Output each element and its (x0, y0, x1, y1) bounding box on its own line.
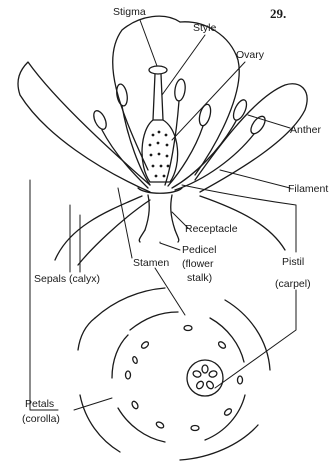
label-petals-note: (corolla) (22, 413, 60, 425)
label-stamen: Stamen (133, 257, 169, 269)
sepals-section (55, 196, 285, 265)
label-receptacle: Receptacle (185, 223, 238, 235)
carpel-locules (192, 365, 217, 390)
stigma-leader (140, 20, 157, 66)
style-shape (153, 74, 163, 120)
label-ovary: Ovary (236, 49, 264, 61)
stigma-shape (149, 66, 167, 74)
label-pedicel-note: (flower (182, 258, 214, 270)
leader-lines (30, 20, 296, 410)
pedicel-leader (160, 242, 180, 250)
petal-leader-a (30, 180, 58, 410)
floral-diagram (78, 288, 270, 460)
figure-number: 29. (270, 6, 286, 22)
label-petals: Petals (25, 398, 54, 410)
filament-leader (220, 170, 290, 188)
stamen-ring (126, 326, 243, 431)
ovary-shape (142, 120, 178, 182)
label-pedicel: Pedicel (182, 244, 216, 256)
label-style: Style (193, 22, 216, 34)
petal-leader-b (74, 398, 112, 410)
label-anther: Anther (290, 124, 321, 136)
style-leader (162, 35, 205, 95)
label-sepals: Sepals (calyx) (34, 273, 100, 285)
label-filament: Filament (288, 183, 328, 195)
ovules (149, 131, 170, 178)
pistil (142, 66, 178, 182)
label-stigma: Stigma (113, 6, 146, 18)
label-pistil-note: (carpel) (275, 278, 311, 290)
label-pedicel-note2: stalk) (187, 272, 212, 284)
stamen-lower-leader (155, 268, 185, 315)
carpel-leader (215, 290, 296, 388)
label-pistil: Pistil (282, 256, 304, 268)
